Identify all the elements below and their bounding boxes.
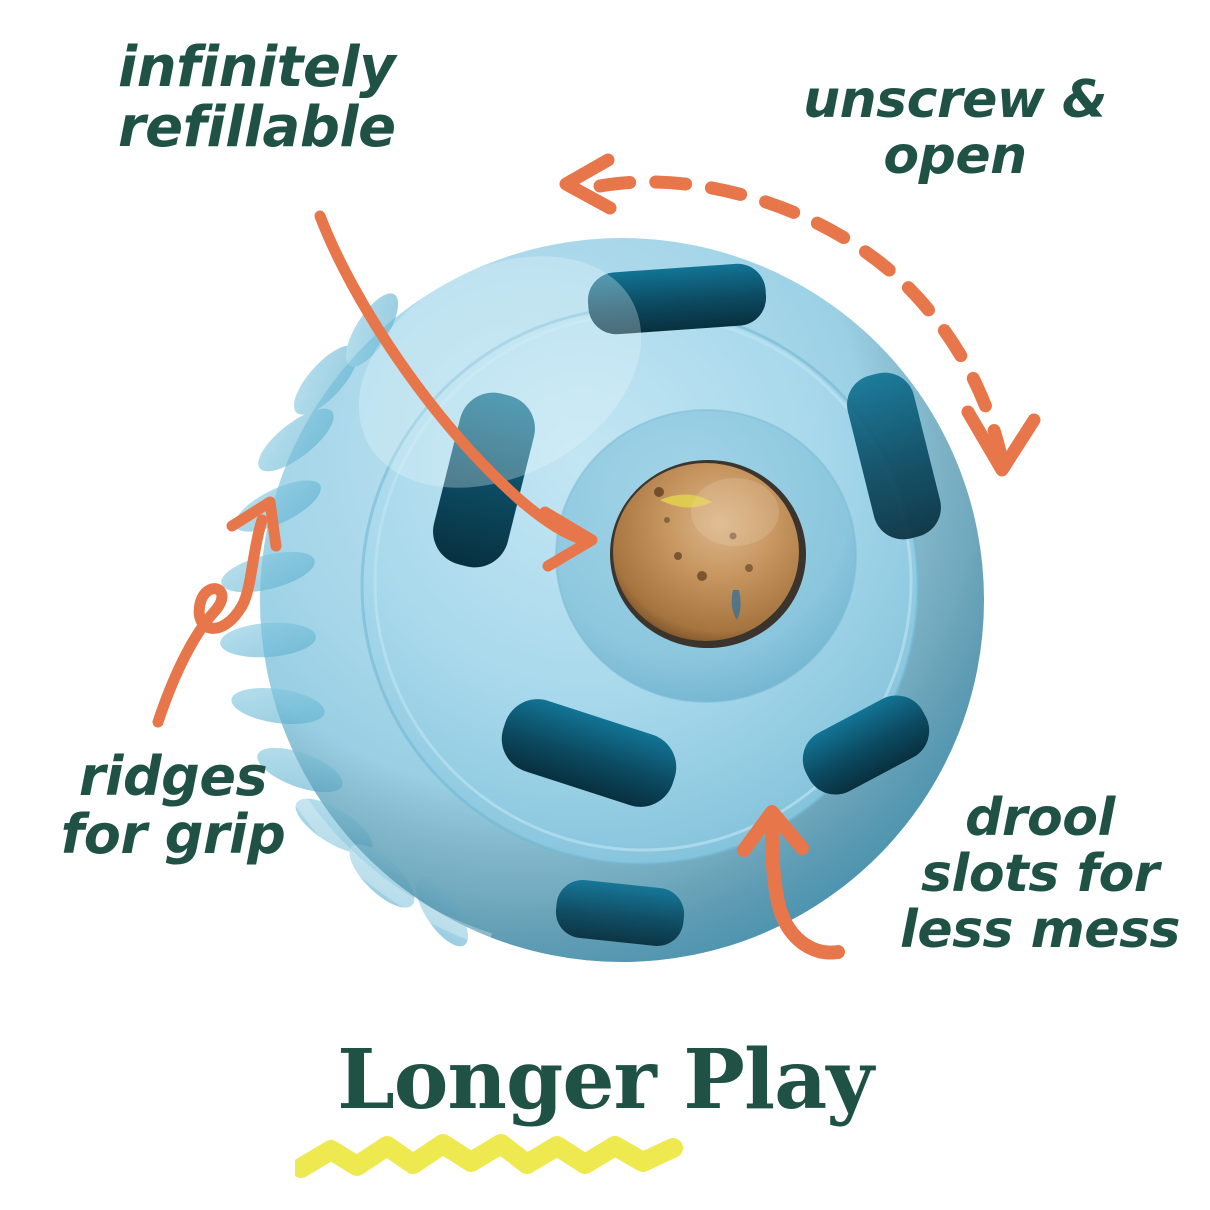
annotation-label-refillable: infinitely refillable [118, 35, 396, 161]
headline-block: Longer Play [0, 1032, 1210, 1192]
treat-in-chamber [610, 460, 806, 648]
headline-highlight-squiggle [295, 1134, 683, 1178]
ball-body [220, 238, 984, 962]
page-title: Longer Play [337, 1032, 874, 1128]
annotation-label-drool: drool slots for less mess [900, 788, 1180, 961]
annotation-label-ridges: ridges for grip [60, 745, 286, 867]
annotation-label-unscrew: unscrew & open [803, 70, 1107, 187]
